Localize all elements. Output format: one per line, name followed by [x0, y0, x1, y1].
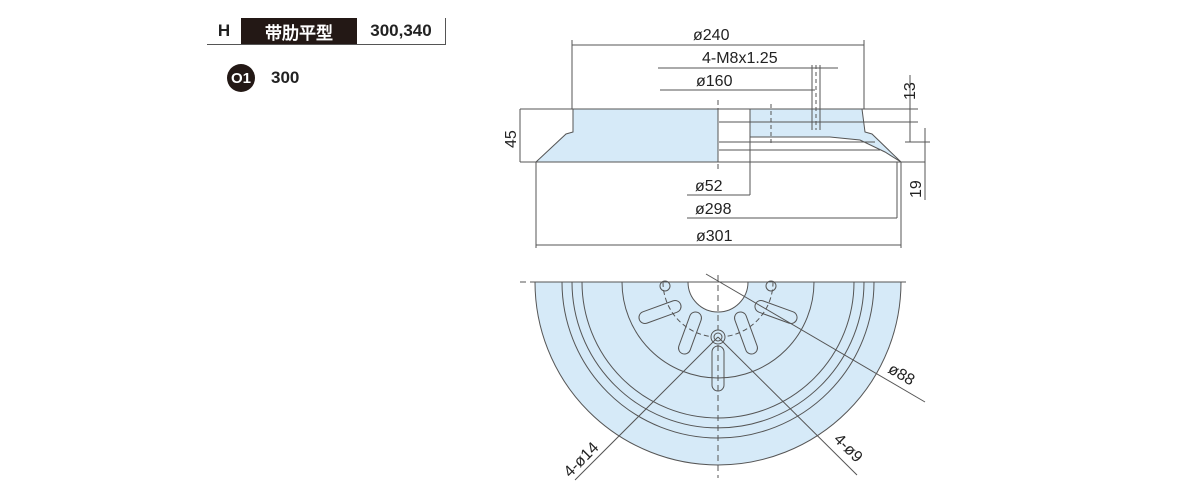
dim-holes9: 4-ø9: [830, 431, 865, 466]
dim-h45: 45: [503, 130, 520, 148]
dim-h19: 19: [908, 180, 925, 198]
slots: [638, 300, 798, 392]
top-view: [520, 273, 926, 481]
option-value: 300: [271, 68, 300, 87]
dim-d301: ø301: [696, 228, 733, 245]
dim-holes14: 4-ø14: [561, 439, 603, 481]
top-disc: [534, 281, 902, 466]
type-name: 带肋平型: [241, 18, 357, 44]
side-body-left: [534, 108, 719, 163]
option-row: O1 300: [227, 64, 299, 92]
dim-d160: ø160: [696, 73, 733, 90]
option-badge: O1: [227, 64, 255, 92]
type-sizes: 300,340: [357, 18, 446, 44]
dim-thread: 4-M8x1.25: [702, 50, 778, 67]
side-body-right: [749, 108, 902, 163]
dim-d88: ø88: [885, 361, 917, 390]
side-view: [519, 40, 930, 248]
model-header: H 带肋平型 300,340: [207, 18, 446, 45]
type-code: H: [217, 21, 231, 40]
dim-d240: ø240: [693, 27, 730, 44]
dim-d298: ø298: [695, 201, 732, 218]
dim-h13: 13: [902, 82, 919, 100]
dim-d52: ø52: [695, 178, 723, 195]
